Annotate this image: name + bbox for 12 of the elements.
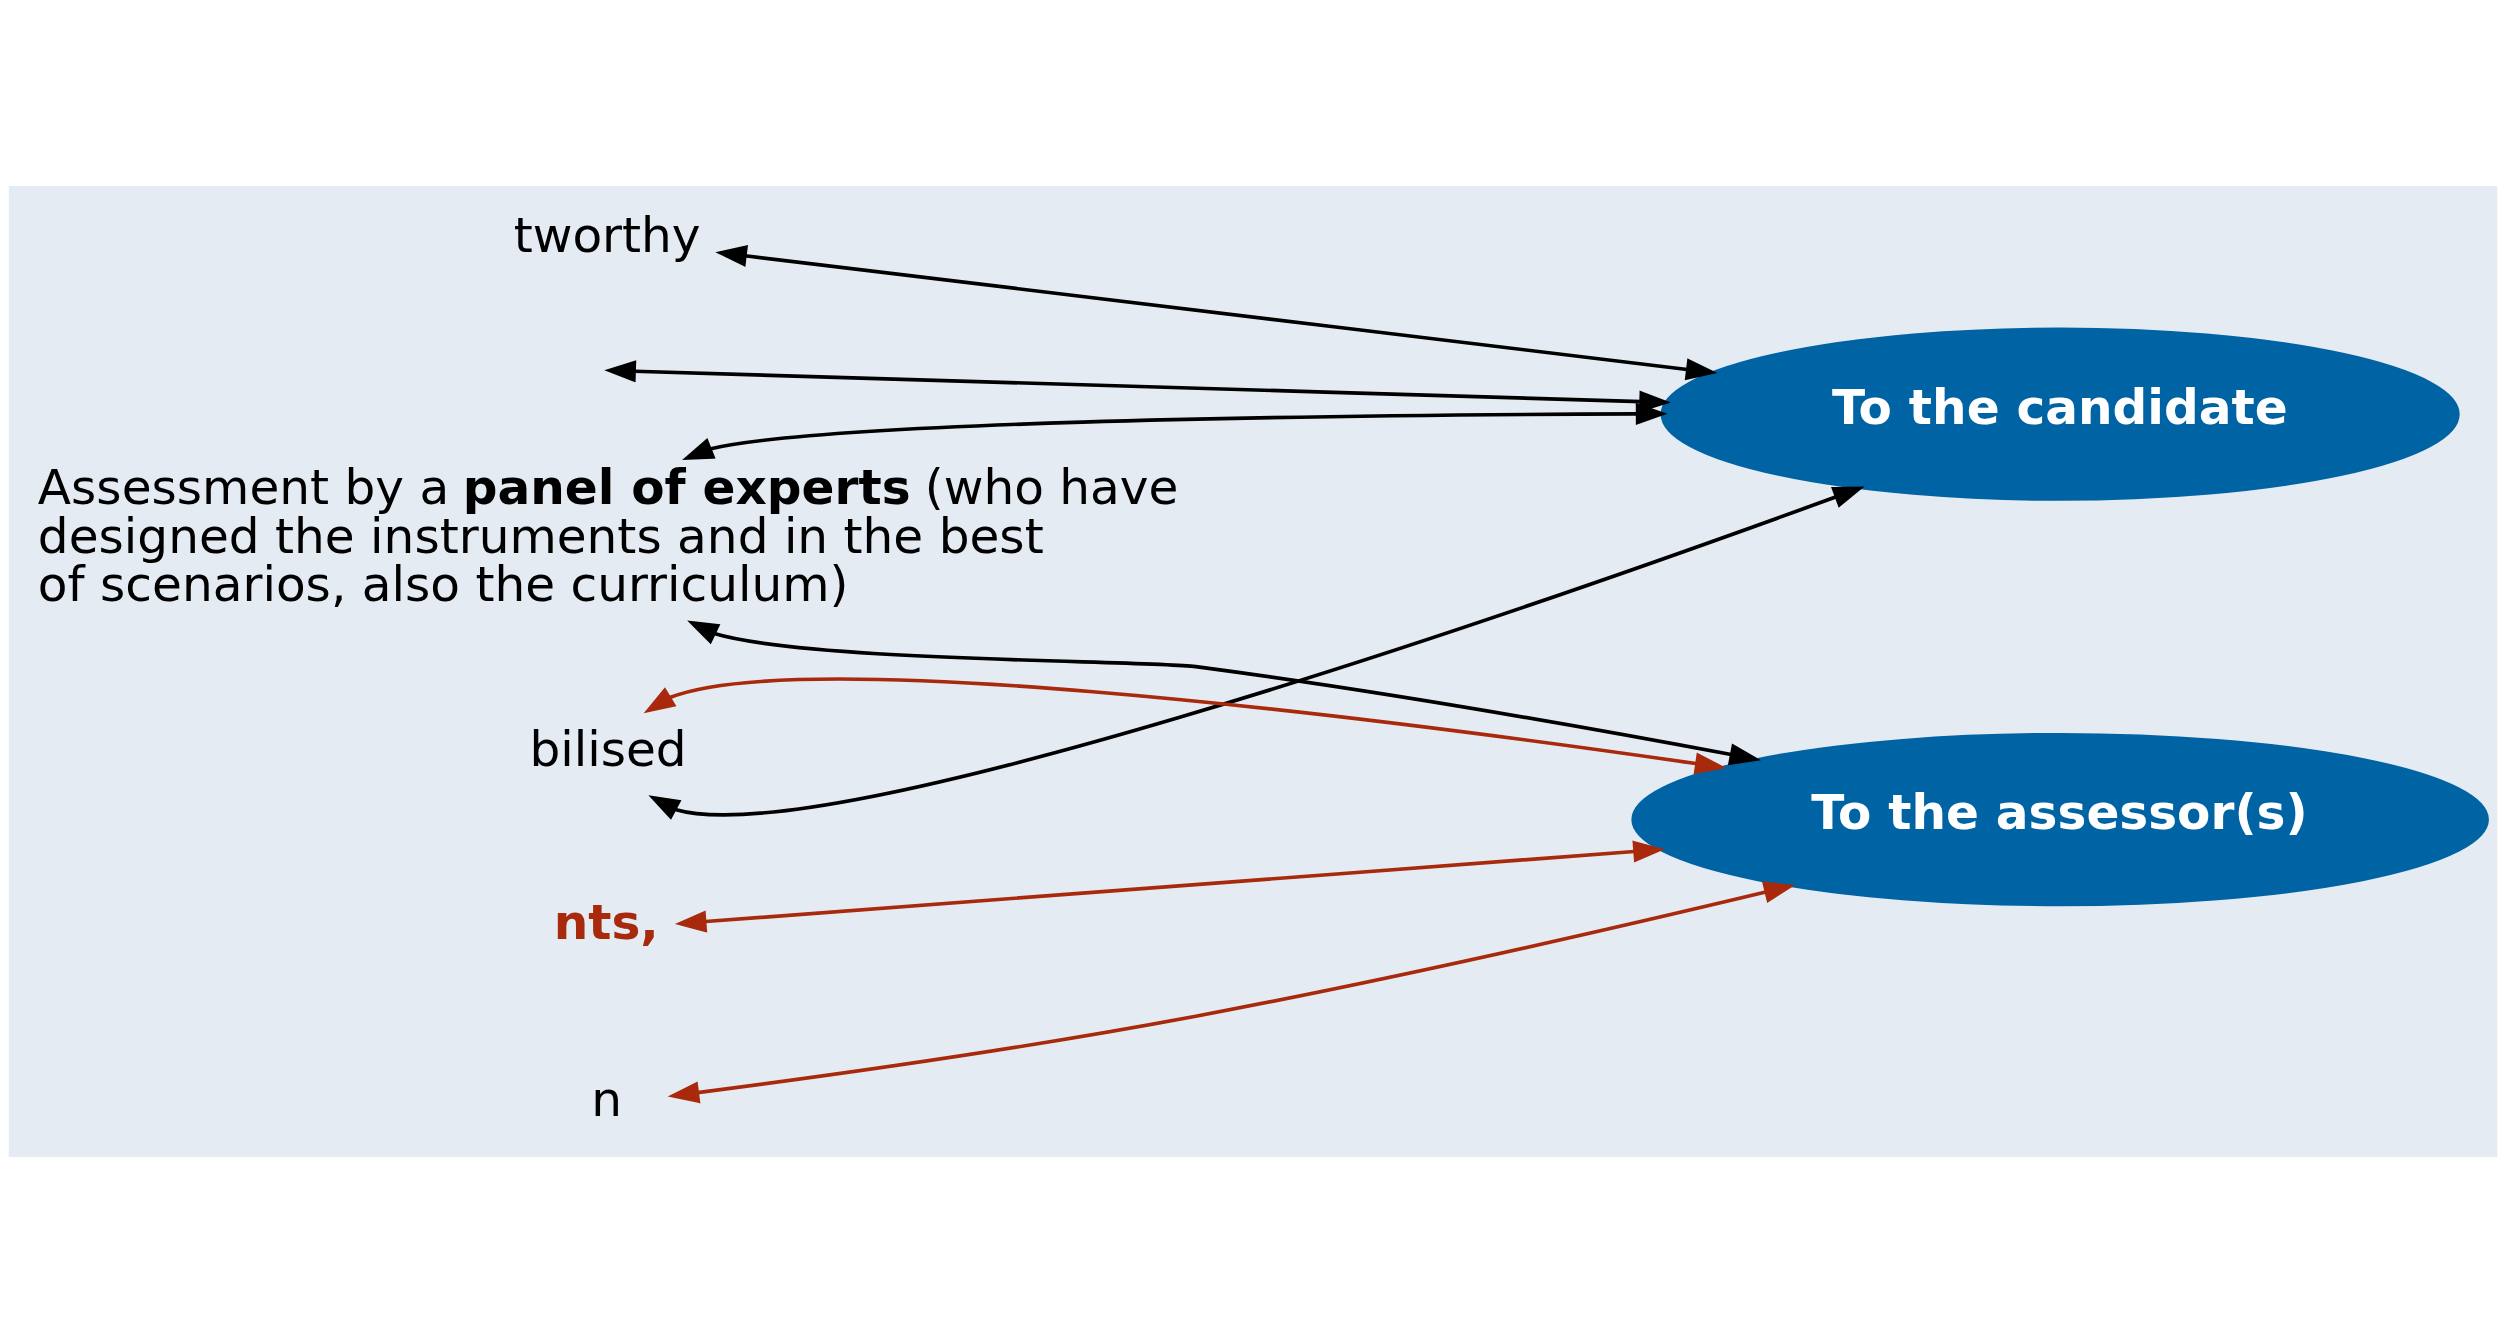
node-text: bilised	[529, 721, 687, 778]
node-text: Assessment by a panel of experts (who have designed the instruments and in the best of scenarios, also the curriculum)	[37, 459, 1179, 613]
arrow	[687, 620, 1761, 766]
node-ellipse: To the candidate	[1660, 327, 2460, 501]
node-text: n	[591, 1070, 623, 1127]
arrow	[667, 881, 1796, 1104]
arrow	[674, 840, 1665, 933]
arrow	[715, 244, 1718, 381]
arrow	[643, 677, 1727, 775]
node-text: nts,	[553, 893, 659, 950]
node-text: tworthy	[513, 206, 701, 263]
arrow	[648, 486, 1865, 820]
